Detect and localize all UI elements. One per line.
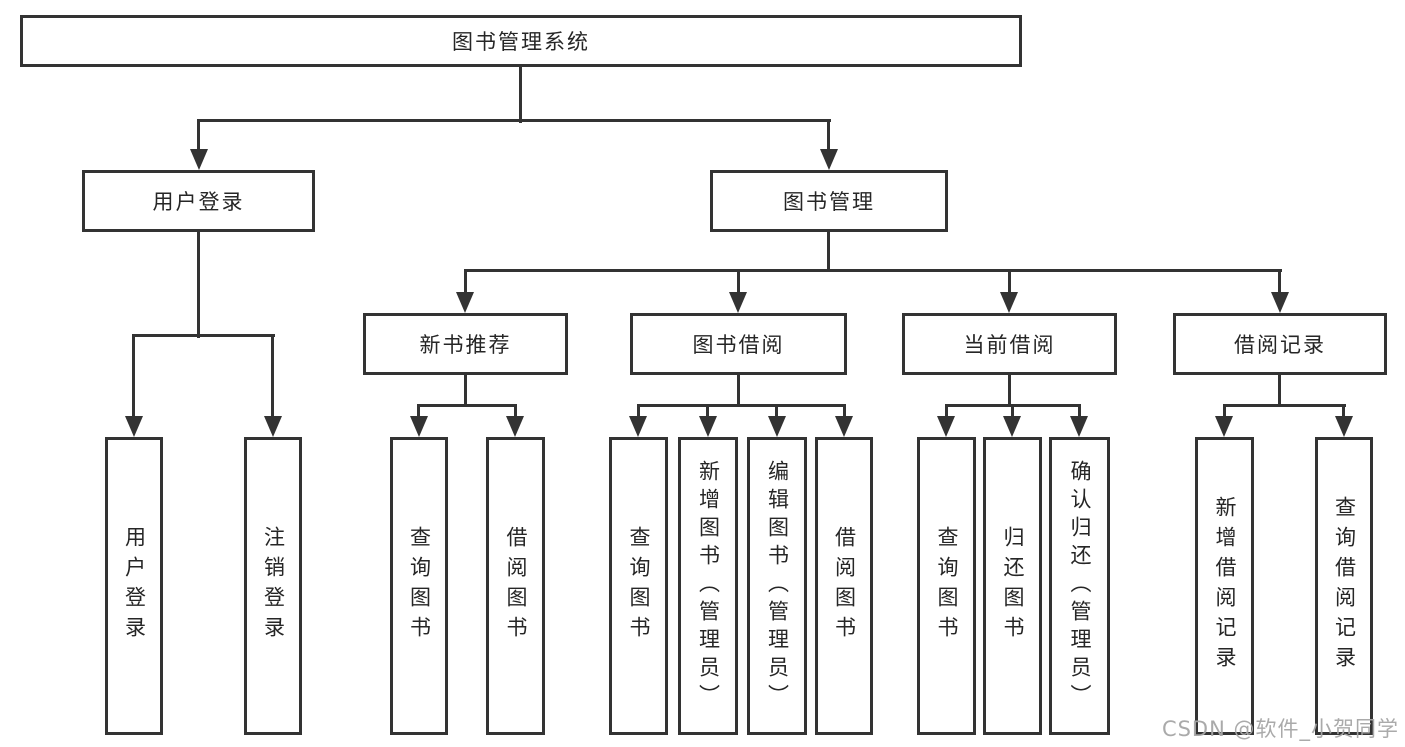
connector-line [827,231,830,272]
tree-node-leaf: 查询图书 [390,437,448,735]
node-label: 图书借阅 [692,333,785,357]
arrow-down-icon [506,416,524,437]
node-label: 查询图书 [627,526,652,646]
node-new-book-recommend: 新书推荐 [363,313,568,375]
tree-node-leaf: 查询图书 [609,437,668,735]
arrow-down-icon [768,416,786,437]
node-label: 当前借阅 [963,333,1056,357]
tree-node-leaf: 借阅图书 [486,437,545,735]
tree-node-leaf: 用户登录 [105,437,163,735]
node-label: 查询图书 [407,526,432,646]
connector-line [1278,374,1281,407]
csdn-watermark: CSDN @软件_小贺同学 [1161,717,1399,741]
node-book-management: 图书管理 [710,170,948,232]
connector-line [1223,404,1346,407]
tree-node-leaf: 查询图书 [917,437,976,735]
connector-line [1011,404,1014,417]
arrow-down-icon [410,416,428,437]
node-user-login: 用户登录 [82,170,315,232]
connector-line [132,334,275,337]
node-label: 查询图书 [935,526,960,646]
arrow-down-icon [1003,416,1021,437]
node-label: 用户登录 [152,190,245,214]
connector-line [514,404,517,417]
connector-line [637,404,640,417]
arrow-down-icon [125,416,143,437]
node-label: 新增借阅记录 [1213,496,1238,676]
tree-node-leaf: 确认归还（管理员） [1049,437,1110,735]
arrow-down-icon [629,416,647,437]
connector-line [1278,269,1281,293]
arrow-down-icon [1215,416,1233,437]
tree-node-leaf: 归还图书 [983,437,1042,735]
connector-line [1008,374,1011,407]
node-current-borrow: 当前借阅 [902,313,1117,375]
connector-line [775,404,778,417]
node-label: 图书管理 [783,190,875,214]
connector-line [464,269,1282,272]
connector-line [706,404,709,417]
connector-line [827,119,830,150]
arrow-down-icon [937,416,955,437]
tree-node-leaf: 编辑图书（管理员） [747,437,807,735]
node-label: 用户登录 [122,526,147,646]
arrow-down-icon [456,292,474,313]
connector-line [1078,404,1081,417]
node-label: 编辑图书（管理员） [765,460,790,712]
tree-node-leaf: 新增图书（管理员） [678,437,738,735]
arrow-down-icon [1000,292,1018,313]
tree-node-leaf: 注销登录 [244,437,302,735]
connector-line [519,65,522,123]
node-label: 图书管理系统 [452,30,590,54]
tree-node-leaf: 新增借阅记录 [1195,437,1254,735]
node-label: 新书推荐 [419,333,512,357]
connector-line [197,231,200,338]
arrow-down-icon [820,149,838,170]
arrow-down-icon [1335,416,1353,437]
arrow-down-icon [729,292,747,313]
node-book-borrow: 图书借阅 [630,313,847,375]
node-library-system: 图书管理系统 [20,15,1022,67]
connector-line [1342,404,1345,417]
arrow-down-icon [699,416,717,437]
connector-line [945,404,948,417]
node-label: 注销登录 [261,526,286,646]
connector-line [132,334,135,417]
connector-line [1008,269,1011,293]
connector-line [1223,404,1226,417]
node-label: 借阅图书 [504,526,529,646]
connector-line [197,119,200,150]
arrow-down-icon [1271,292,1289,313]
connector-line [637,404,846,407]
connector-line [737,269,740,293]
node-label: 归还图书 [1001,526,1026,646]
connector-line [464,374,467,407]
connector-line [417,404,420,417]
connector-line [843,404,846,417]
arrow-down-icon [190,149,208,170]
connector-line [737,374,740,407]
arrow-down-icon [264,416,282,437]
node-label: 借阅记录 [1234,333,1326,357]
connector-line [464,269,467,293]
node-label: 查询借阅记录 [1332,496,1357,676]
node-borrow-records: 借阅记录 [1173,313,1387,375]
arrow-down-icon [835,416,853,437]
tree-node-leaf: 查询借阅记录 [1315,437,1373,735]
tree-node-leaf: 借阅图书 [815,437,873,735]
node-label: 确认归还（管理员） [1068,460,1093,712]
arrow-down-icon [1070,416,1088,437]
connector-line [271,334,274,417]
connector-line [197,119,831,122]
node-label: 新增图书（管理员） [696,460,721,712]
connector-line [417,404,517,407]
node-label: 借阅图书 [832,526,857,646]
